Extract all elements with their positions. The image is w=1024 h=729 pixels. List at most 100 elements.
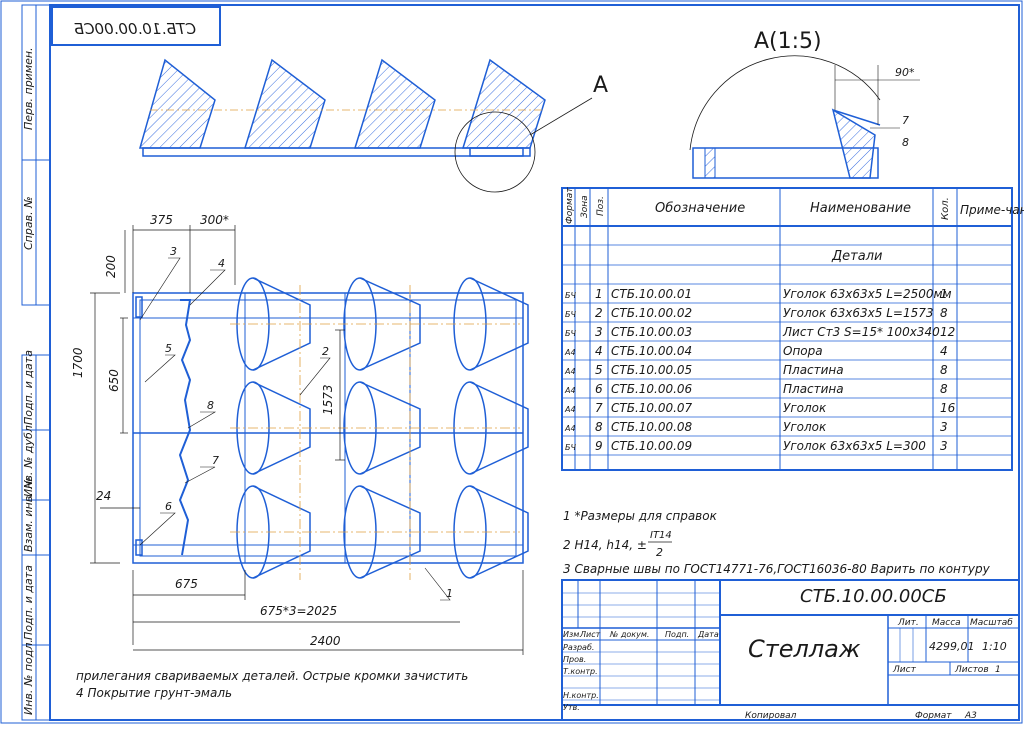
col-qty: Кол. — [940, 197, 951, 220]
spec-cell-code: СТБ.10.00.02 — [611, 306, 692, 320]
footer-format-label: Формат — [915, 711, 952, 721]
mirrored-stamp-text: СТБ.10.00.00СБ — [74, 20, 196, 38]
spec-cell-code: СТБ.10.00.09 — [611, 439, 692, 453]
tb-role-approved: Утв. — [563, 703, 580, 712]
dim-300: 300* — [200, 213, 229, 227]
spec-cell-qty: 8 — [940, 363, 948, 377]
tb-lit-label: Лит. — [897, 618, 919, 628]
spec-cell-qty: 12 — [940, 325, 955, 339]
spec-row: БЧ 2 СТБ.10.00.02 Уголок 63х63х5 L=1573 8 — [565, 306, 948, 320]
side-label-dup-inv: Инв. № дубл. — [22, 422, 35, 497]
spec-cell-name: Уголок 63х63х5 L=2500мм — [783, 287, 952, 301]
tb-col-sheet: Лист — [579, 630, 601, 639]
note-4: 4 Покрытие грунт-эмаль — [76, 686, 232, 700]
plan-axis-lines — [230, 285, 520, 580]
callout-1: 1 — [446, 587, 453, 600]
spec-cell-pos: 7 — [595, 401, 603, 415]
side-label-ref-no: Справ. № — [22, 196, 35, 250]
spec-cell-name: Пластина — [783, 363, 844, 377]
spec-cell-qty: 16 — [940, 401, 956, 415]
spec-cell-code: СТБ.10.00.04 — [611, 344, 692, 358]
spec-cell-qty: 3 — [940, 439, 948, 453]
dim-375: 375 — [150, 213, 173, 227]
tb-col-doc: № докум. — [609, 630, 649, 639]
col-pos: Поз. — [596, 196, 606, 216]
tb-role-checked: Пров. — [563, 655, 586, 664]
footer-copied: Копировал — [745, 711, 797, 721]
spec-cell-pos: 3 — [595, 325, 603, 339]
side-label-sign-date-1: Подп. и дата — [22, 350, 35, 425]
side-strip — [21, 4, 51, 721]
callout-6: 6 — [165, 500, 172, 513]
spec-cell-qty: 3 — [940, 420, 948, 434]
spec-cell-name: Опора — [783, 344, 823, 358]
tb-scale: 1:10 — [982, 640, 1007, 653]
note-1: 1 *Размеры для справок — [563, 509, 718, 523]
dim-1573: 1573 — [321, 384, 335, 415]
section-details: Детали — [831, 249, 882, 264]
tb-mass-label: Масса — [932, 618, 961, 628]
spec-cell-format: БЧ — [565, 310, 576, 319]
detail-callout-7: 7 — [902, 114, 909, 127]
detail-callout-8: 8 — [902, 136, 909, 149]
dim-2025: 675*3=2025 — [260, 604, 337, 618]
detail-view — [689, 55, 920, 179]
spec-cell-code: СТБ.10.00.03 — [611, 325, 692, 339]
side-label-first-use: Перв. примен. — [22, 47, 35, 130]
dim-1700: 1700 — [71, 347, 85, 378]
spec-cell-code: СТБ.10.00.05 — [611, 363, 692, 377]
spec-table-grid — [561, 187, 1013, 471]
callout-2: 2 — [322, 345, 329, 358]
spec-cell-pos: 6 — [595, 382, 603, 396]
col-zone: Зона — [580, 195, 590, 218]
spec-cell-pos: 2 — [595, 306, 603, 320]
spec-cell-name: Лист Ст3 S=15* 100х340 — [782, 325, 940, 339]
spec-cell-pos: 9 — [595, 439, 603, 453]
detail-title: А(1:5) — [754, 29, 822, 54]
spec-cell-format: БЧ — [565, 329, 576, 338]
tb-designation: СТБ.10.00.00СБ — [800, 586, 947, 607]
spec-row: А4 6 СТБ.10.00.06 Пластина 8 — [564, 382, 948, 396]
side-label-sign-date-2: Подп. и дата — [22, 565, 35, 640]
tb-col-sign: Подп. — [665, 630, 689, 639]
col-designation: Обозначение — [655, 201, 745, 216]
dim-2400: 2400 — [310, 634, 341, 648]
spec-cell-pos: 8 — [595, 420, 603, 434]
spec-cell-format: А4 — [564, 424, 576, 433]
spec-cell-pos: 1 — [595, 287, 603, 301]
callout-8: 8 — [207, 399, 214, 412]
note-3-cont: прилегания свариваемых деталей. Острые к… — [76, 669, 468, 683]
footer-format: А3 — [964, 711, 977, 721]
spec-cell-qty: 8 — [940, 306, 948, 320]
title-block-grid — [561, 579, 1020, 721]
spec-cell-format: А4 — [564, 386, 576, 395]
spec-cell-name: Уголок 63х63х5 L=1573 — [783, 306, 934, 320]
tb-role-tcontrol: Т.контр. — [563, 667, 598, 676]
spec-cell-format: БЧ — [565, 291, 576, 300]
spec-cell-code: СТБ.10.00.06 — [611, 382, 693, 396]
callout-7: 7 — [212, 454, 219, 467]
col-name: Наименование — [810, 201, 911, 216]
callout-4: 4 — [218, 257, 225, 270]
spec-cell-name: Пластина — [783, 382, 844, 396]
tb-name: Стеллаж — [748, 635, 861, 663]
tb-sheets-label: Листов — [954, 665, 989, 675]
tb-mass: 4299,01 — [929, 640, 975, 653]
tb-sheet-label: Лист — [892, 665, 917, 675]
spec-cell-code: СТБ.10.00.07 — [611, 401, 693, 415]
spec-cell-pos: 5 — [595, 363, 603, 377]
spec-cell-format: БЧ — [565, 443, 576, 452]
callout-leaders — [139, 257, 451, 601]
dim-24: 24 — [96, 489, 111, 503]
detail-marker-label: А — [593, 73, 608, 98]
spec-cell-code: СТБ.10.00.01 — [611, 287, 692, 301]
dimension-lines — [90, 225, 524, 655]
spec-cell-qty: 8 — [940, 382, 948, 396]
dim-675: 675 — [175, 577, 198, 591]
mirrored-stamp-box — [51, 6, 221, 46]
